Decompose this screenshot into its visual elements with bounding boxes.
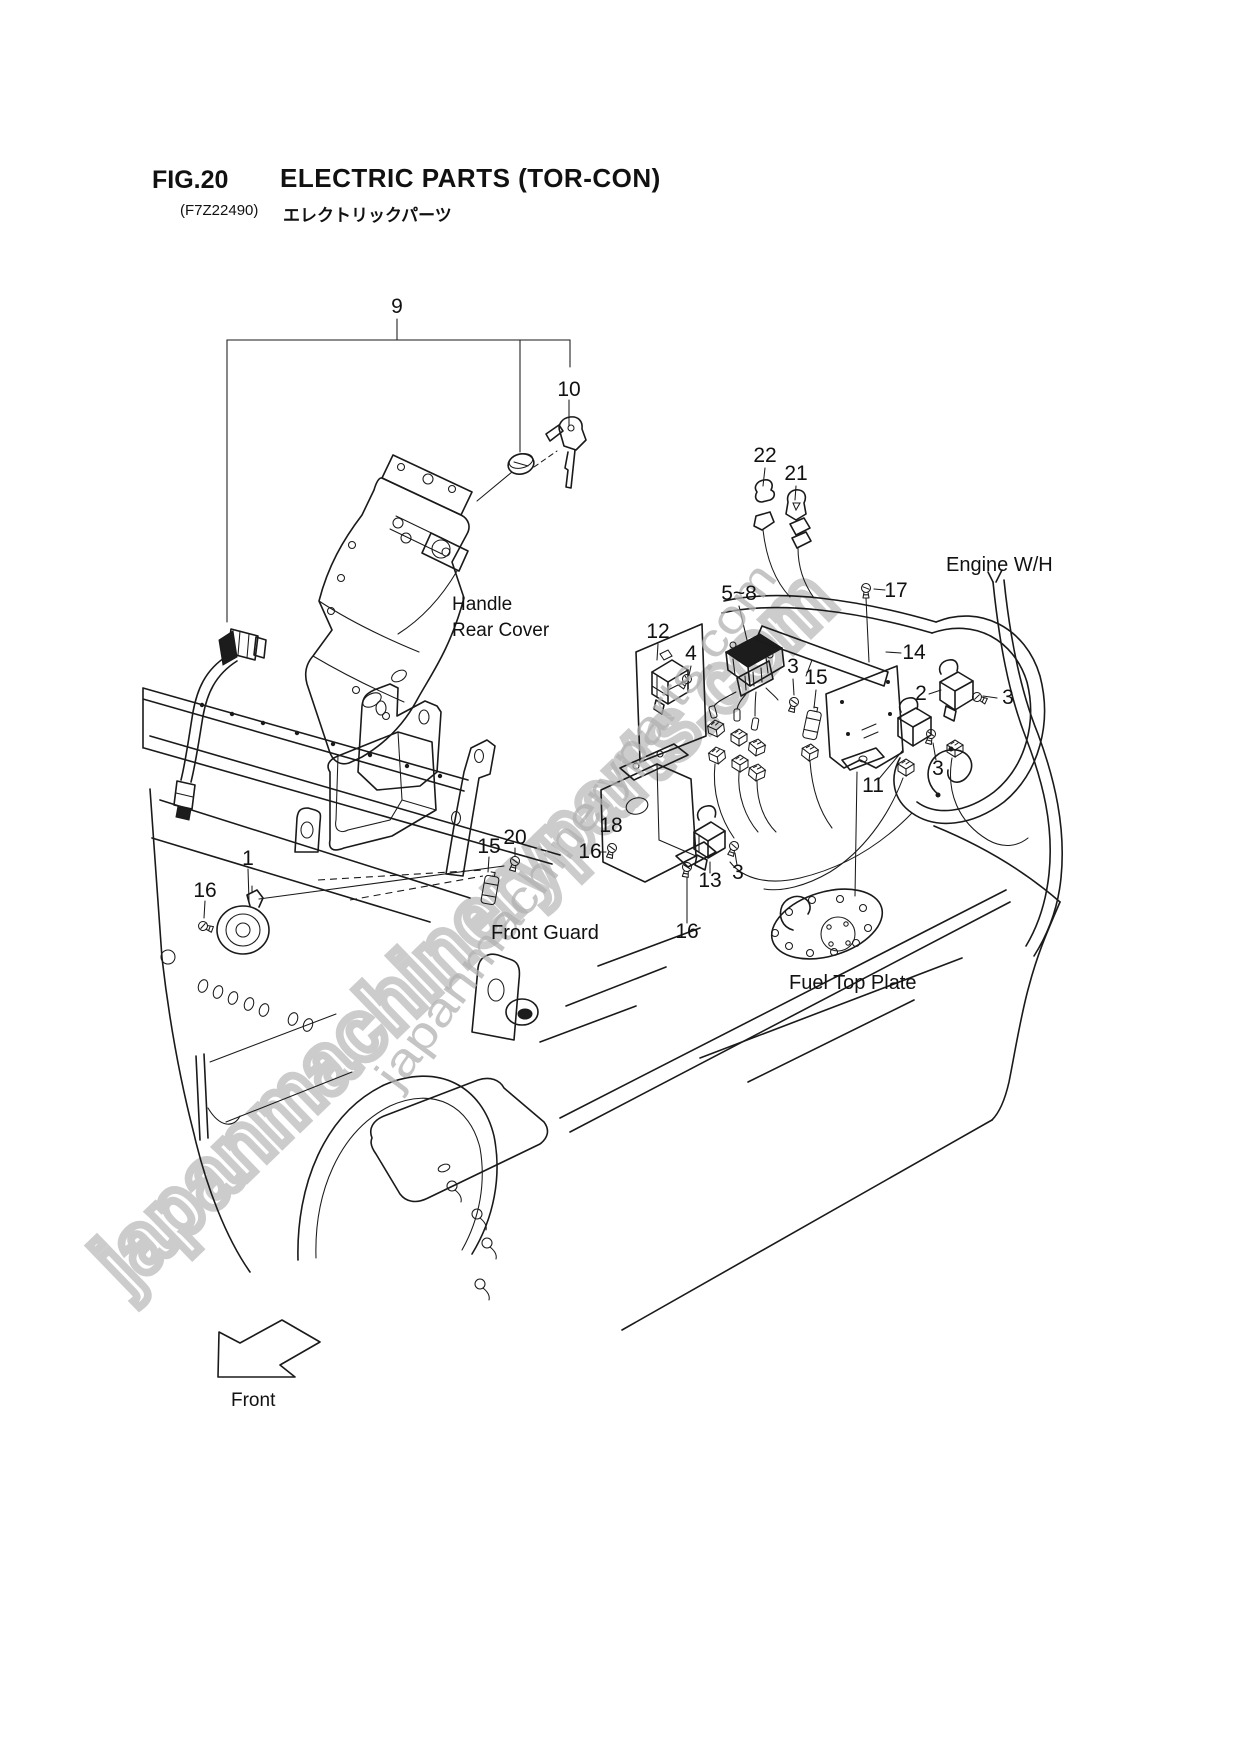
bracket-14-drawing [755, 597, 904, 897]
callout-12: 12 [646, 620, 669, 643]
figure-title-japanese: エレクトリックパーツ [283, 206, 452, 225]
callout-15b: 15 [477, 835, 500, 858]
relay-12-drawing [635, 623, 707, 763]
machine-body-left-drawing [149, 788, 549, 1301]
relay-13-drawing [675, 805, 726, 871]
callout-11: 11 [862, 774, 884, 797]
machine-line-art [142, 318, 1064, 1378]
front-guard: Front Guard [491, 922, 599, 944]
figure-title: ELECTRIC PARTS (TOR-CON) [280, 163, 661, 193]
callout-14: 14 [902, 641, 926, 664]
callout-3c: 3 [932, 757, 944, 780]
callout-15a: 15 [804, 666, 827, 689]
callout-5-8: 5~8 [721, 582, 757, 605]
harness-plug-drawing [173, 628, 267, 821]
machine-body-right-drawing [539, 825, 1061, 1331]
callout-13: 13 [698, 869, 721, 892]
wire-harness-drawing [721, 569, 1064, 957]
callout-21: 21 [784, 462, 807, 485]
clip-21-22-drawings [753, 479, 815, 599]
watermark-outline-layer-text: japanmachineryparts.com [74, 552, 853, 1309]
relay-11-drawing [763, 697, 932, 891]
fuel-top-plate: Fuel Top Plate [789, 972, 917, 994]
handle-rear-cover-drawing [304, 454, 473, 765]
group-9-bracket [226, 318, 571, 623]
callout-16c: 16 [193, 879, 216, 902]
callout-9: 9 [391, 295, 403, 318]
ignition-knob-drawing [476, 453, 535, 502]
callout-3a: 3 [1002, 686, 1014, 709]
callout-10: 10 [557, 378, 580, 401]
callout-3d: 3 [732, 861, 744, 884]
frame-rails-drawing [142, 683, 561, 923]
callout-17: 17 [884, 579, 907, 602]
callout-2: 2 [915, 682, 927, 705]
figure-number: FIG.20 [152, 166, 229, 194]
watermark-solid: japanmachineryparts.com [363, 553, 787, 1100]
callout-16a: 16 [578, 840, 601, 863]
handle-rear-cover-line2: Rear Cover [452, 620, 550, 641]
front-arrow [217, 1319, 321, 1378]
engine-wire-harness: Engine W/H [946, 554, 1053, 576]
callout-20: 20 [503, 826, 526, 849]
callout-3b: 3 [787, 655, 799, 678]
controller-5-8-drawing [706, 633, 785, 839]
ignition-key-drawing [533, 416, 587, 489]
callout-1: 1 [242, 847, 254, 870]
figure-part-code: (F7Z22490) [180, 202, 259, 219]
front-direction: Front [231, 1390, 276, 1411]
callout-leaders [203, 399, 998, 924]
callout-16b: 16 [675, 920, 698, 943]
watermark-outline: japanmachineryparts.com [70, 548, 857, 1313]
callout-4: 4 [685, 642, 697, 665]
handle-rear-cover-line1: Handle [452, 594, 512, 615]
callout-18: 18 [599, 814, 622, 837]
watermark-solid-layer-text: japanmachineryparts.com [363, 553, 787, 1100]
callout-22: 22 [753, 444, 776, 467]
fuse-15-drawings [480, 705, 833, 906]
relay-2-drawing [938, 659, 1029, 846]
